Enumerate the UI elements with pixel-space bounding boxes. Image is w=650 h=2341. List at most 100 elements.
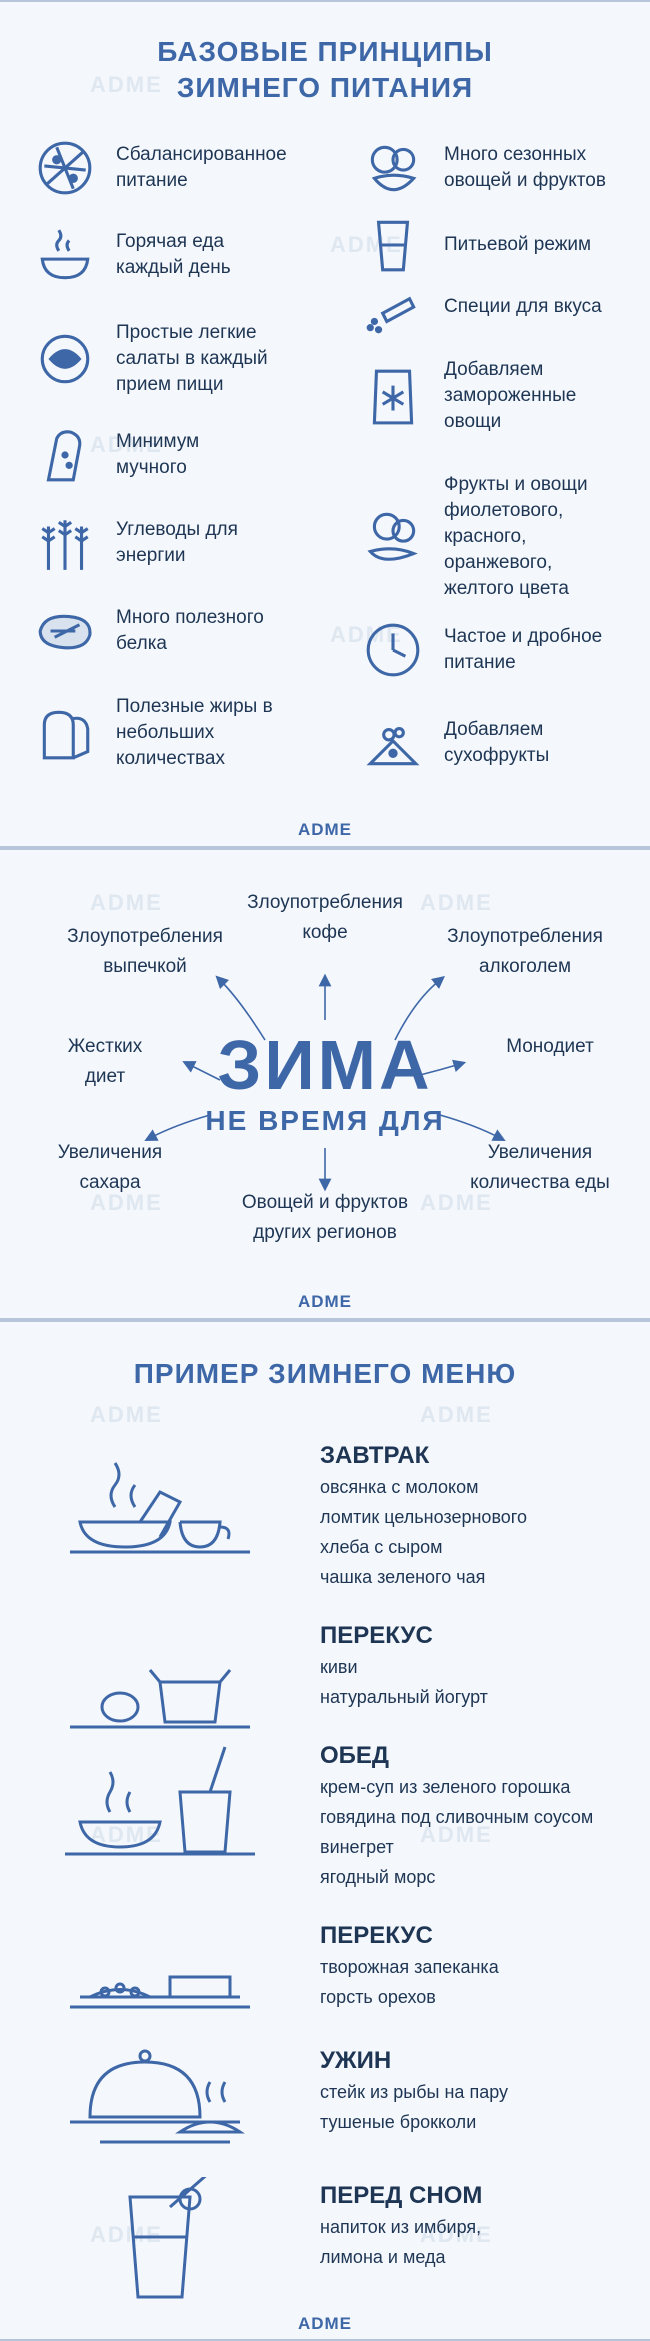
meal-item: хлеба с сыром	[320, 1537, 443, 1557]
principle-label: Фрукты и овощи фиолетового, красного, ор…	[444, 474, 588, 599]
watermark: ADME	[90, 432, 163, 457]
section-title-line1: БАЗОВЫЕ ПРИНЦИПЫ	[157, 36, 493, 67]
principle-label: Полезные жиры в небольших количествах	[116, 696, 273, 769]
meal-item: чашка зеленого чая	[320, 1567, 486, 1587]
label-monodiet: Монодиет	[506, 1036, 594, 1057]
label-foreign-produce: Овощей и фруктов других регионов	[241, 1192, 409, 1243]
meal-item: киви	[320, 1657, 358, 1677]
wheat-icon	[32, 510, 98, 576]
watermark: ADME	[420, 1190, 493, 1215]
principle-item: Добавляем сухофрукты	[360, 710, 634, 776]
meal-heading: ЗАВТРАК	[320, 1442, 430, 1469]
principle-item: Сбалансированное питание	[32, 135, 306, 201]
steak-icon	[32, 598, 98, 664]
glass-icon	[360, 212, 426, 278]
principle-label: Простые легкие салаты в каждый прием пищ…	[116, 322, 268, 395]
label-coffee: Злоупотребления кофе	[247, 892, 403, 943]
watermark: ADME	[90, 1402, 163, 1427]
brand-footer: ADME	[297, 820, 353, 839]
watermark: ADME	[90, 890, 163, 915]
meal-item: творожная запеканка	[320, 1957, 499, 1977]
dried-fruit-icon	[360, 710, 426, 776]
meal-item: винегрет	[320, 1837, 394, 1857]
principle-label: Специи для вкуса	[444, 296, 602, 317]
meal-heading: ПЕРЕКУС	[320, 1922, 433, 1949]
meal-heading: ПЕРЕД СНОМ	[320, 2182, 483, 2209]
principle-item: Полезные жиры в небольших количествах	[32, 694, 306, 772]
watermark: ADME	[420, 2222, 493, 2247]
label-diets: Жестких диет	[67, 1036, 143, 1087]
section-title-line2: ЗИМНЕГО ПИТАНИЯ	[176, 72, 474, 103]
bread-slice-icon	[32, 422, 98, 488]
winter-title: ЗИМА	[217, 1026, 433, 1104]
principle-label: Сбалансированное питание	[116, 144, 287, 191]
meal-item: говядина под сливочным соусом	[320, 1807, 594, 1827]
principle-label: Питьевой режим	[444, 234, 592, 255]
watermark: ADME	[420, 1822, 493, 1847]
principle-item: Специи для вкуса	[360, 274, 634, 340]
menu-title: ПРИМЕР ЗИМНЕГО МЕНЮ	[133, 1358, 517, 1389]
lunch-icon	[65, 1746, 255, 1856]
brand-footer: ADME	[297, 2314, 353, 2333]
principle-item: Добавляем замороженные овощи	[360, 357, 634, 435]
principle-label: Много полезного белка	[116, 607, 264, 654]
meal-item: натуральный йогурт	[320, 1687, 488, 1707]
meal-item: лимона и меда	[320, 2247, 446, 2267]
watermark: ADME	[90, 1190, 163, 1215]
snack-icon	[70, 1669, 250, 1729]
meal-heading: ПЕРЕКУС	[320, 1622, 433, 1649]
arrows	[144, 973, 506, 1192]
watermark: ADME	[90, 1822, 163, 1847]
principles-panel: ADME ADME ADME ADME БАЗОВЫЕ ПРИНЦИПЫ ЗИМ…	[0, 0, 650, 848]
dinner-icon	[70, 2049, 245, 2144]
principle-item: Горячая еда каждый день	[32, 222, 306, 288]
meal-item: ломтик цельнозернового	[320, 1507, 527, 1527]
label-sugar: Увеличения сахара	[57, 1142, 163, 1193]
breakfast-icon	[70, 1462, 250, 1554]
label-food-amount: Увеличения количества еды	[470, 1142, 610, 1193]
winter-subtitle: НЕ ВРЕМЯ ДЛЯ	[205, 1105, 445, 1136]
label-alcohol: Злоупотребления алкоголем	[447, 926, 603, 977]
principle-item: Фрукты и овощи фиолетового, красного, ор…	[360, 472, 634, 602]
spice-icon	[360, 274, 426, 340]
snack2-icon	[70, 1975, 250, 2009]
menu-panel: ADME ADME ADME ADME ADME ADME ПРИМЕР ЗИМ…	[0, 1320, 650, 2341]
drink-icon	[128, 2177, 207, 2299]
meal-item: горсть орехов	[320, 1987, 436, 2007]
principle-label: Минимум мучного	[116, 431, 200, 478]
vegetables-icon	[360, 135, 426, 201]
winter-not-time-panel: ADME ADME ADME ADME Злоупотребления выпе…	[0, 848, 650, 1320]
principle-item: Много сезонных овощей и фруктов	[360, 135, 634, 201]
principle-label: Добавляем замороженные овощи	[444, 359, 577, 432]
watermark: ADME	[420, 890, 493, 915]
watermark: ADME	[90, 72, 163, 97]
principle-item: Много полезного белка	[32, 598, 306, 664]
watermark: ADME	[90, 2222, 163, 2247]
label-pastry: Злоупотребления выпечкой	[67, 926, 223, 977]
principle-label: Добавляем сухофрукты	[444, 719, 550, 766]
meal-heading: ОБЕД	[320, 1742, 390, 1769]
hot-bowl-icon	[32, 222, 98, 288]
meal-item: напиток из имбиря,	[320, 2217, 482, 2237]
bread-loaf-icon	[32, 700, 98, 766]
principle-label: Много сезонных овощей и фруктов	[444, 144, 606, 191]
principle-label: Углеводы для энергии	[116, 519, 238, 566]
frozen-bag-icon	[360, 363, 426, 429]
meal-item: крем-суп из зеленого горошка	[320, 1777, 571, 1797]
principle-label: Частое и дробное питание	[444, 626, 603, 673]
pizza-icon	[32, 135, 98, 201]
meal-heading: УЖИН	[320, 2047, 392, 2074]
salad-icon	[32, 326, 98, 392]
principle-item: Питьевой режим	[360, 212, 634, 278]
clock-icon	[360, 617, 426, 683]
watermark: ADME	[420, 1402, 493, 1427]
principle-item: Минимум мучного	[32, 422, 306, 488]
principle-item: Частое и дробное питание	[360, 617, 634, 683]
peppers-icon	[360, 504, 426, 570]
principle-label: Горячая еда каждый день	[116, 231, 231, 278]
meal-item: ягодный морс	[320, 1867, 436, 1887]
meal-item: тушеные брокколи	[320, 2112, 477, 2132]
principle-item: Углеводы для энергии	[32, 510, 306, 576]
principle-item: Простые легкие салаты в каждый прием пищ…	[32, 320, 306, 398]
meal-item: стейк из рыбы на пару	[320, 2082, 509, 2102]
